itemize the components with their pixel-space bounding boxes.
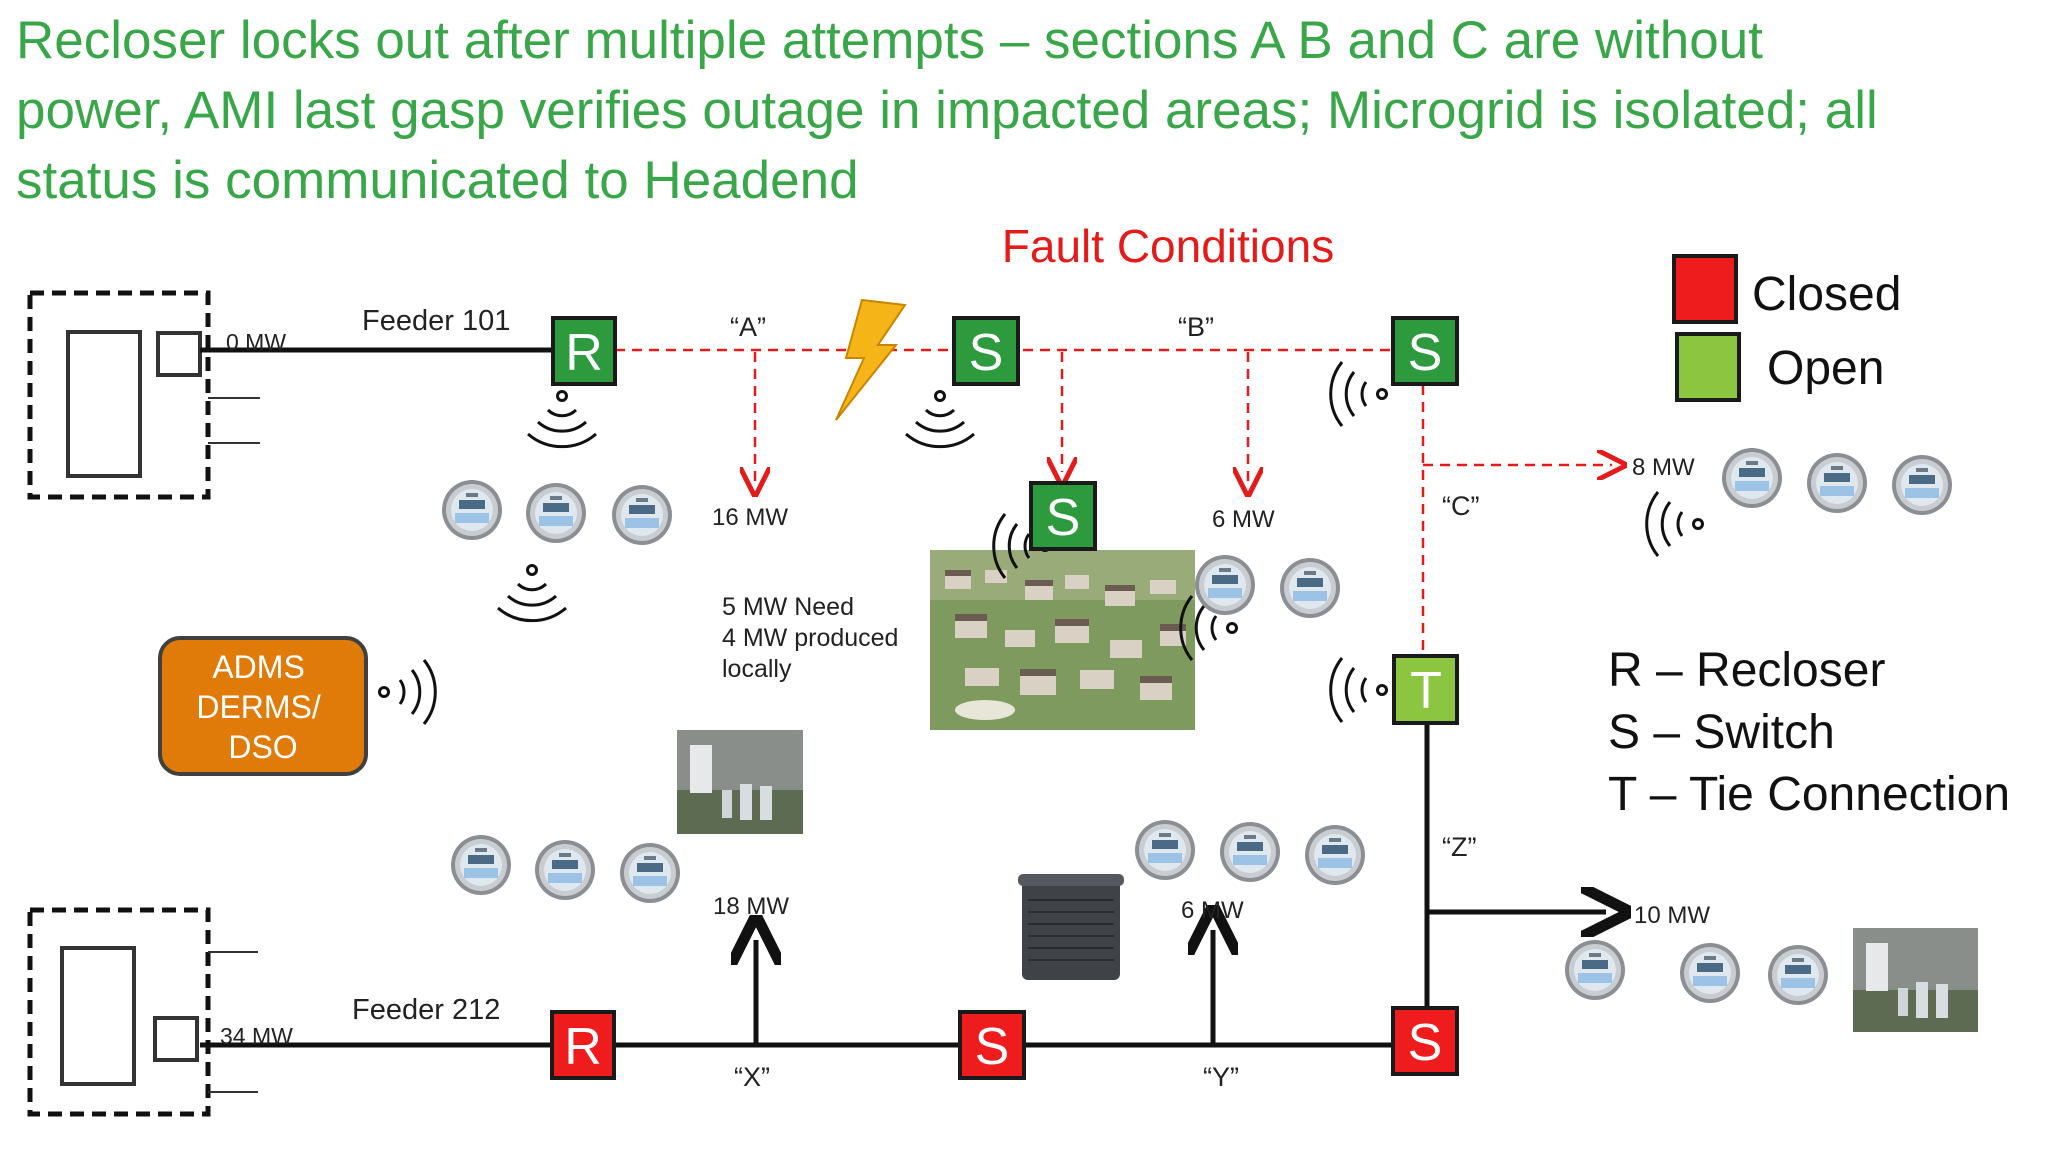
- smart-meter-icon: [1565, 940, 1625, 1000]
- legend-closed-swatch: [1672, 254, 1738, 324]
- smart-meter-icon: [1807, 453, 1867, 513]
- smart-meter-icon: [526, 483, 586, 543]
- microgrid-note-line: 4 MW produced: [722, 624, 898, 652]
- switch-letter: S: [969, 324, 1004, 382]
- recloser-feeder-101[interactable]: R: [551, 316, 617, 386]
- microgrid-note-line: 5 MW Need: [722, 593, 854, 621]
- load-y-label: 6 MW: [1181, 897, 1244, 924]
- neighborhood-photo: [930, 550, 1195, 730]
- feeder-101-label: Feeder 101: [362, 305, 510, 337]
- switch-section-a-b[interactable]: S: [952, 316, 1020, 386]
- load-z-label: 10 MW: [1634, 902, 1710, 929]
- load-c-label: 8 MW: [1632, 454, 1695, 481]
- smart-meter-icon: [1305, 825, 1365, 885]
- recloser-letter: R: [564, 1018, 602, 1076]
- tie-connection[interactable]: T: [1392, 654, 1459, 725]
- smart-meter-icon: [1892, 455, 1952, 515]
- legend-closed-label: Closed: [1752, 268, 1901, 321]
- switch-microgrid[interactable]: S: [1029, 481, 1097, 551]
- switch-section-x-y[interactable]: S: [958, 1010, 1026, 1080]
- adms-line: DERMS/: [196, 689, 321, 725]
- abbreviation-recloser: R – Recloser: [1608, 644, 1885, 697]
- battery-storage-photo: [677, 730, 803, 834]
- feeder-212-load: 34 MW: [220, 1023, 293, 1049]
- adms-box[interactable]: ADMS DERMS/ DSO: [158, 636, 368, 776]
- adms-line: ADMS: [212, 649, 304, 685]
- microgrid-note: 5 MW Need 4 MW produced locally: [722, 593, 905, 683]
- recloser-feeder-212[interactable]: R: [550, 1010, 616, 1080]
- title-line-3: status is communicated to Headend: [16, 151, 859, 210]
- load-b-label: 6 MW: [1212, 506, 1275, 533]
- section-a-label: “A”: [730, 312, 766, 342]
- recloser-letter: R: [565, 324, 603, 382]
- smart-meter-icon: [1722, 448, 1782, 508]
- adms-label: ADMS DERMS/ DSO: [196, 649, 329, 765]
- tie-letter: T: [1410, 662, 1442, 720]
- substation-icon: [27, 290, 260, 500]
- battery-storage-photo: [1853, 928, 1978, 1032]
- section-b-label: “B”: [1178, 312, 1214, 342]
- fault-heading: Fault Conditions: [1002, 220, 1334, 272]
- abbreviation-switch: S – Switch: [1608, 706, 1835, 759]
- switch-letter: S: [1046, 489, 1081, 547]
- wireless-signal-icon: [376, 658, 437, 726]
- slide-title: Recloser locks out after multiple attemp…: [16, 6, 2036, 216]
- switch-letter: S: [975, 1018, 1010, 1076]
- wireless-signal-icon: [1329, 656, 1390, 724]
- adms-line: DSO: [228, 729, 297, 765]
- wireless-signal-icon: [496, 562, 568, 623]
- section-x-label: “X”: [734, 1062, 770, 1092]
- legend: Closed Open: [1672, 254, 1901, 402]
- abbreviation-tie: T – Tie Connection: [1608, 768, 2010, 821]
- feeder-212-label: Feeder 212: [352, 994, 500, 1026]
- load-a-label: 16 MW: [712, 504, 788, 531]
- smart-meter-icon: [451, 835, 511, 895]
- legend-open-swatch: [1675, 332, 1741, 402]
- title-line-2: power, AMI last gasp verifies outage in …: [16, 81, 1878, 140]
- switch-section-y-z[interactable]: S: [1391, 1006, 1459, 1076]
- smart-meter-icon: [1768, 945, 1828, 1005]
- wireless-signal-icon: [1645, 490, 1706, 558]
- wireless-signal-icon: [526, 388, 598, 449]
- smart-meter-icon: [442, 480, 502, 540]
- smart-meter-icon: [612, 485, 672, 545]
- lightning-fault-icon: [835, 298, 907, 421]
- section-c-label: “C”: [1442, 491, 1479, 521]
- legend-open-label: Open: [1767, 342, 1884, 395]
- smart-meter-icon: [1280, 558, 1340, 618]
- abbreviation-legend: R – Recloser S – Switch T – Tie Connecti…: [1608, 644, 2010, 821]
- switch-letter: S: [1408, 1014, 1443, 1072]
- smart-meter-icon: [1195, 555, 1255, 615]
- wireless-signal-icon: [904, 388, 976, 449]
- substation-icon: [27, 907, 258, 1117]
- section-z-label: “Z”: [1442, 832, 1476, 862]
- feeder-101-load: 0 MW: [226, 329, 286, 355]
- switch-section-b-c[interactable]: S: [1391, 316, 1459, 386]
- smart-meter-icon: [1135, 820, 1195, 880]
- smart-meter-icon: [620, 843, 680, 903]
- smart-meter-icon: [535, 840, 595, 900]
- section-y-label: “Y”: [1203, 1062, 1239, 1092]
- wireless-signal-icon: [1329, 360, 1390, 428]
- switch-letter: S: [1408, 324, 1443, 382]
- microgrid-note-line: locally: [722, 655, 792, 683]
- ac-unit-photo: [1018, 874, 1124, 980]
- smart-meter-icon: [1680, 943, 1740, 1003]
- load-x-label: 18 MW: [713, 893, 789, 920]
- smart-meter-icon: [1220, 822, 1280, 882]
- title-line-1: Recloser locks out after multiple attemp…: [16, 11, 1763, 70]
